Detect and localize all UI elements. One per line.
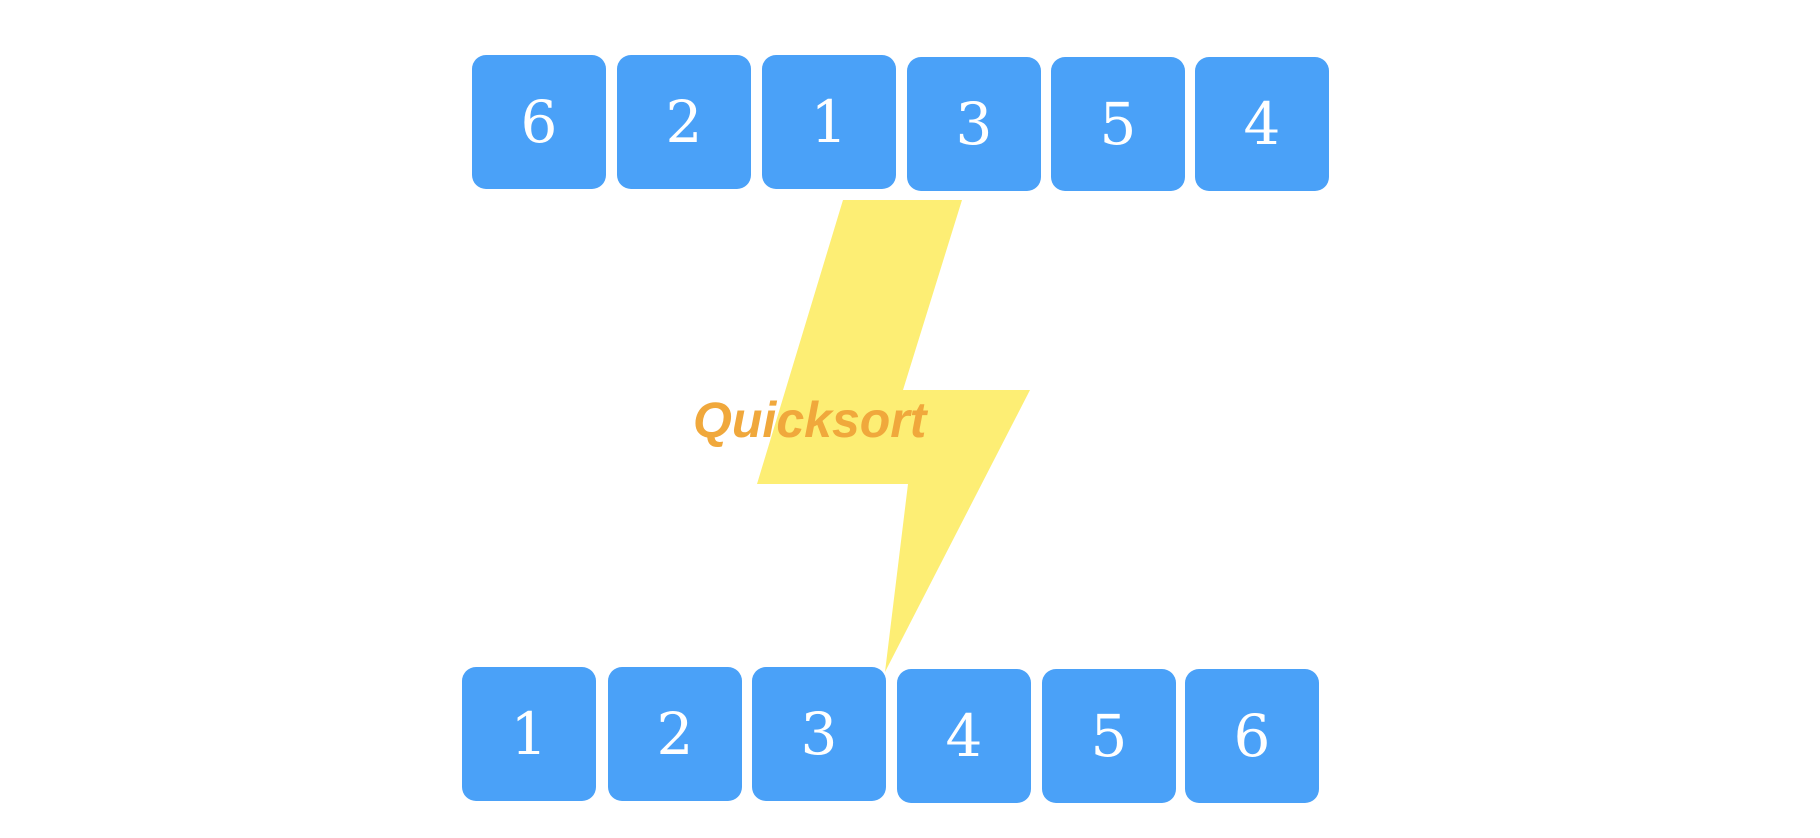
- array-cell: 5: [1051, 57, 1185, 191]
- algorithm-title: Quicksort: [693, 392, 927, 448]
- array-cell: 3: [907, 57, 1041, 191]
- array-cell: 1: [462, 667, 596, 801]
- array-cell: 6: [472, 55, 606, 189]
- lightning-bolt-shape: [757, 200, 1030, 672]
- array-cell: 5: [1042, 669, 1176, 803]
- array-cell: 2: [617, 55, 751, 189]
- array-cell: 3: [752, 667, 886, 801]
- array-cell: 4: [897, 669, 1031, 803]
- array-cell: 2: [608, 667, 742, 801]
- array-cell: 6: [1185, 669, 1319, 803]
- array-cell: 1: [762, 55, 896, 189]
- array-cell: 4: [1195, 57, 1329, 191]
